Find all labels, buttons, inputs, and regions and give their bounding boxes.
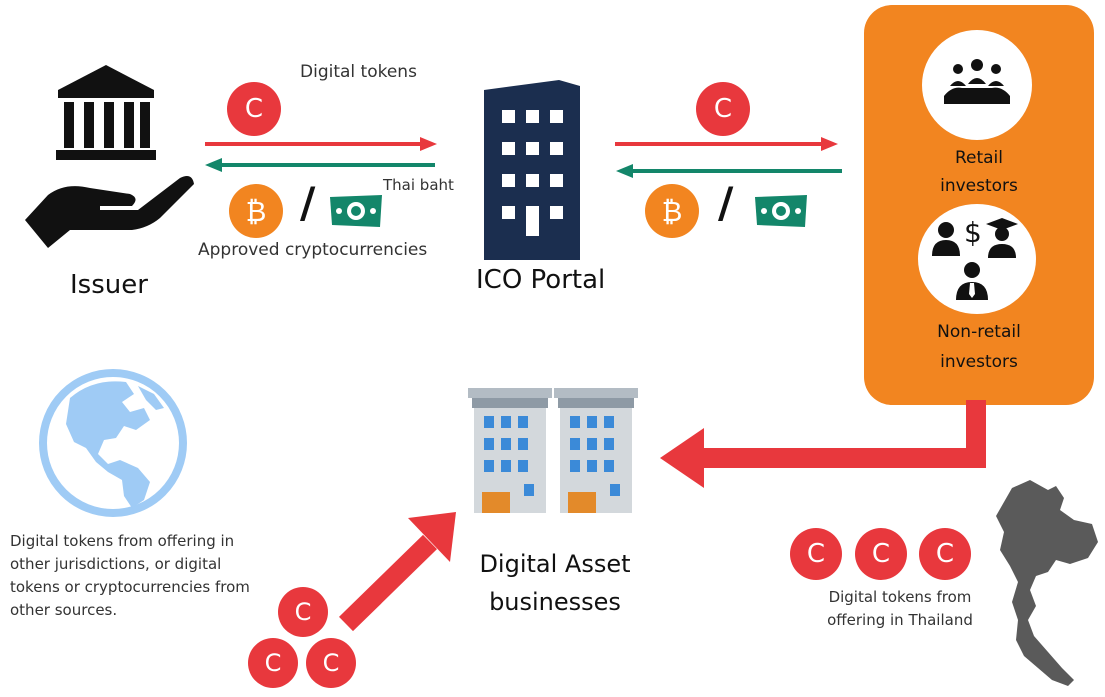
meeting-group-icon: [944, 59, 1010, 104]
investors-to-dab-arrow: [660, 400, 986, 488]
professional-investors-icon: $: [932, 216, 1018, 300]
token-coin-symbol: C: [713, 94, 733, 124]
token-coin-symbol: C: [935, 539, 955, 569]
bitcoin-coin-symbol: ₿: [245, 194, 267, 228]
globe-icon: [39, 369, 187, 517]
thailand-label-line2: offering in Thailand: [827, 611, 973, 629]
ico-portal-label: ICO Portal: [476, 265, 606, 295]
payment-arrow-left: [616, 164, 842, 178]
bank-hand-icon: [25, 65, 194, 248]
token-coin: C: [919, 528, 971, 580]
other-sources-line: other jurisdictions, or digital: [10, 555, 222, 573]
bitcoin-coin: ₿: [229, 184, 283, 238]
other-to-dab-arrow: [339, 512, 456, 632]
token-coin-symbol: C: [806, 539, 826, 569]
slash-symbol: /: [718, 178, 734, 227]
retail-icon-circle: [922, 30, 1032, 140]
tokens-arrow-right: [205, 137, 437, 151]
thai-baht-label: Thai baht: [383, 176, 454, 194]
banknote-icon: [755, 195, 807, 227]
other-sources-line: tokens or cryptocurrencies from: [10, 578, 250, 596]
bitcoin-coin-symbol: ₿: [661, 194, 683, 228]
issuer-label: Issuer: [70, 270, 148, 300]
token-coin: C: [278, 587, 328, 637]
token-coin: C: [855, 528, 907, 580]
token-coin: C: [306, 638, 356, 688]
token-coin-symbol: C: [871, 539, 891, 569]
twin-buildings-icon: [468, 388, 638, 513]
tokens-arrow-right: [615, 137, 838, 151]
dab-label-line1: Digital Asset: [479, 550, 631, 578]
dab-label-line2: businesses: [489, 588, 621, 616]
token-coin: C: [790, 528, 842, 580]
payment-arrow-left: [205, 158, 435, 172]
thailand-map-icon: [996, 480, 1098, 686]
other-sources-line: Digital tokens from offering in: [10, 532, 235, 550]
token-coin-symbol: C: [294, 598, 312, 626]
thailand-label-line1: Digital tokens from: [828, 588, 972, 606]
token-coin: C: [248, 638, 298, 688]
approved-crypto-label: Approved cryptocurrencies: [198, 240, 428, 260]
dollar-symbol: $: [964, 216, 982, 249]
bitcoin-coin: ₿: [645, 184, 699, 238]
token-coin-symbol: C: [244, 94, 264, 124]
other-sources-line: other sources.: [10, 601, 118, 619]
token-coin: C: [227, 82, 281, 136]
token-coin-symbol: C: [322, 649, 340, 677]
nonretail-label-line1: Non-retail: [937, 322, 1021, 342]
digital-tokens-label: Digital tokens: [300, 62, 417, 82]
token-coin: C: [696, 82, 750, 136]
retail-label-line2: investors: [940, 176, 1018, 196]
other-sources-text: Digital tokens from offering in other ju…: [10, 530, 280, 622]
token-coin-symbol: C: [264, 649, 282, 677]
nonretail-label-line2: investors: [940, 352, 1018, 372]
retail-label-line1: Retail: [954, 148, 1004, 168]
banknote-icon: [330, 195, 382, 227]
slash-symbol: /: [300, 178, 316, 227]
office-building-icon: [484, 80, 580, 260]
